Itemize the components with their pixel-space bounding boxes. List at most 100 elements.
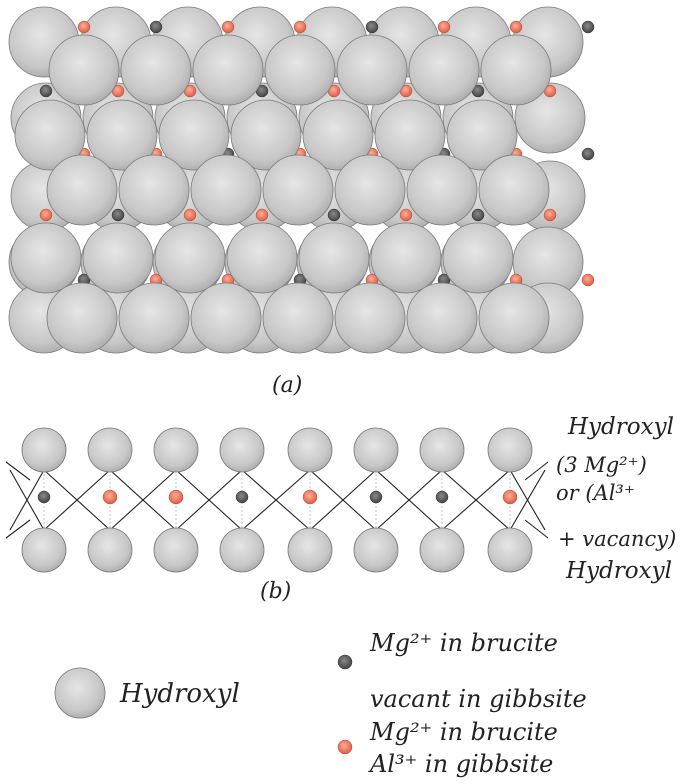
al-site-orange: [168, 489, 184, 505]
al-site-orange: [102, 489, 118, 505]
hydroxyl-sphere-front: [442, 222, 514, 294]
hydroxyl-sphere-top: [419, 427, 465, 473]
mg-site-dark: [369, 490, 383, 504]
hydroxyl-sphere-bottom: [419, 527, 465, 573]
hydroxyl-sphere-top: [353, 427, 399, 473]
hydroxyl-sphere-front: [192, 34, 264, 106]
right-label-al: or (Al³⁺: [556, 481, 635, 505]
al-site-orange: [302, 489, 318, 505]
bond-line: [5, 519, 31, 539]
al-site-orange: [581, 273, 595, 287]
hydroxyl-sphere-front: [302, 99, 374, 171]
hydroxyl-sphere-front: [370, 222, 442, 294]
hydroxyl-sphere-front: [408, 34, 480, 106]
bond-line: [9, 469, 45, 531]
panel-b-label: (b): [260, 579, 291, 604]
hydroxyl-sphere-bottom: [487, 527, 533, 573]
hydroxyl-sphere-front: [262, 154, 334, 226]
hydroxyl-sphere-bottom: [21, 527, 67, 573]
hydroxyl-sphere-bottom: [287, 527, 333, 573]
hydroxyl-sphere-front: [46, 282, 118, 354]
legend-hydroxyl-sphere: [54, 667, 106, 719]
hydroxyl-sphere-front: [118, 154, 190, 226]
right-label-hydroxyl-bottom: Hydroxyl: [565, 558, 672, 584]
legend-orange-site-icon: [337, 739, 353, 755]
legend-orange-line1: Mg²⁺ in brucite: [369, 718, 558, 746]
hydroxyl-sphere-front: [46, 154, 118, 226]
side-cation-sites: [37, 489, 518, 505]
mg-site-dark: [327, 208, 341, 222]
hydroxyl-sphere-bottom: [153, 527, 199, 573]
bond-line: [441, 469, 511, 531]
bond-line: [5, 461, 31, 481]
hydroxyl-sphere-front: [478, 282, 550, 354]
hydroxyl-sphere-front: [478, 154, 550, 226]
bond-line: [309, 469, 377, 531]
bond-lines: [5, 450, 549, 550]
right-label-mg: (3 Mg²⁺): [556, 453, 647, 477]
mg-site-dark: [111, 208, 125, 222]
mg-site-dark: [581, 20, 595, 34]
hydroxyl-sphere-bottom: [353, 527, 399, 573]
hydroxyl-sphere-front: [82, 222, 154, 294]
hydroxyl-sphere-front: [14, 99, 86, 171]
bond-line: [241, 469, 311, 531]
mg-site-dark: [581, 147, 595, 161]
hydroxyl-sphere-top: [87, 427, 133, 473]
al-site-orange: [543, 208, 557, 222]
hydroxyl-sphere-top: [219, 427, 265, 473]
bond-line: [524, 461, 549, 481]
legend-dark-line2: vacant in gibbsite: [370, 685, 587, 713]
hydroxyl-sphere-top: [287, 427, 333, 473]
hydroxyl-sphere-top: [153, 427, 199, 473]
side-hydroxyl-spheres: [21, 427, 533, 573]
mg-site-dark: [39, 84, 53, 98]
bond-line: [175, 469, 243, 531]
right-label-vacancy: + vacancy): [558, 527, 676, 551]
hydroxyl-sphere-front: [298, 222, 370, 294]
bond-line: [43, 469, 111, 531]
al-site-orange: [255, 208, 269, 222]
hydroxyl-sphere-front: [334, 282, 406, 354]
mg-site-dark: [37, 490, 51, 504]
hydroxyl-sphere-front: [480, 34, 552, 106]
al-site-orange: [39, 208, 53, 222]
mg-site-dark: [471, 208, 485, 222]
bond-line: [524, 519, 549, 539]
bond-line: [509, 469, 546, 531]
legend-dark-site-icon: [337, 654, 353, 670]
al-site-orange: [221, 20, 235, 34]
hydroxyl-sphere-top: [487, 427, 533, 473]
hydroxyl-sphere-front: [154, 222, 226, 294]
panel-a-label: (a): [272, 373, 302, 398]
hydroxyl-sphere-bottom: [219, 527, 265, 573]
al-site-orange: [509, 20, 523, 34]
al-site-orange: [293, 20, 307, 34]
al-site-orange: [502, 489, 518, 505]
mg-site-dark: [149, 20, 163, 34]
hydroxyl-sphere-front: [86, 99, 158, 171]
mg-site-dark: [365, 20, 379, 34]
hydroxyl-sphere-front: [48, 34, 120, 106]
bond-line: [375, 469, 443, 531]
al-site-orange: [183, 208, 197, 222]
hydroxyl-sphere-front: [190, 282, 262, 354]
right-label-hydroxyl-top: Hydroxyl: [567, 414, 674, 440]
hydroxyl-sphere-front: [118, 282, 190, 354]
hydroxyl-sphere-front: [336, 34, 408, 106]
front-hydroxyl-layer: [10, 34, 552, 354]
hydroxyl-sphere-front: [264, 34, 336, 106]
legend-dark-line1: Mg²⁺ in brucite: [369, 629, 558, 657]
panel-b-side-view: [5, 427, 549, 573]
legend: Hydroxyl Mg²⁺ in brucite vacant in gibbs…: [54, 629, 587, 778]
al-site-orange: [399, 208, 413, 222]
hydroxyl-sphere-front: [334, 154, 406, 226]
panel-a-top-view: [8, 6, 595, 354]
hydroxyl-sphere-front: [262, 282, 334, 354]
hydroxyl-sphere-front: [446, 99, 518, 171]
legend-orange-line2: Al³⁺ in gibbsite: [368, 750, 553, 778]
hydroxyl-sphere-front: [226, 222, 298, 294]
hydroxyl-sphere-front: [158, 99, 230, 171]
hydroxyl-sphere-bottom: [87, 527, 133, 573]
legend-hydroxyl-label: Hydroxyl: [119, 679, 240, 709]
